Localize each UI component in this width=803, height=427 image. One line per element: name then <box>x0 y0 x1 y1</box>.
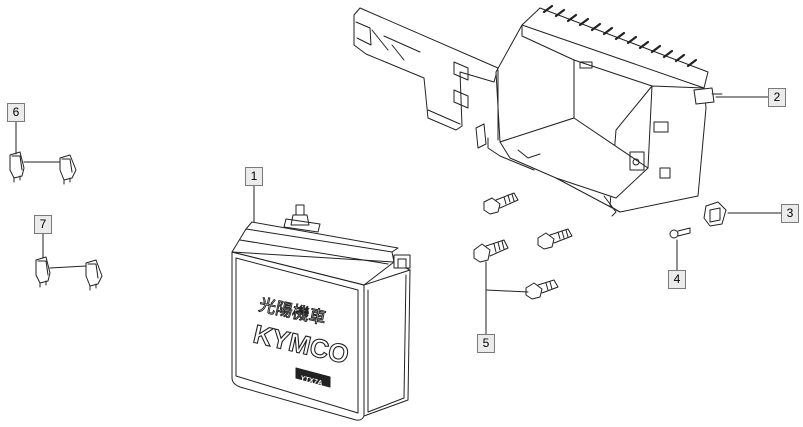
callout-4[interactable]: 4 <box>668 270 686 289</box>
bolts[interactable] <box>473 192 573 300</box>
fuse-assembly-7[interactable] <box>35 256 103 291</box>
battery[interactable] <box>231 204 411 421</box>
leader-lines <box>15 96 782 335</box>
fuse-assembly-6[interactable] <box>9 151 77 185</box>
callout-6[interactable]: 6 <box>7 103 25 122</box>
callout-3[interactable]: 3 <box>781 204 799 223</box>
screw-small[interactable] <box>669 227 691 239</box>
callout-7[interactable]: 7 <box>34 215 52 234</box>
callout-1[interactable]: 1 <box>245 167 263 186</box>
callout-5[interactable]: 5 <box>477 334 495 353</box>
callout-2[interactable]: 2 <box>768 88 786 107</box>
clip-nut[interactable] <box>703 201 727 227</box>
battery-box[interactable] <box>353 4 723 217</box>
